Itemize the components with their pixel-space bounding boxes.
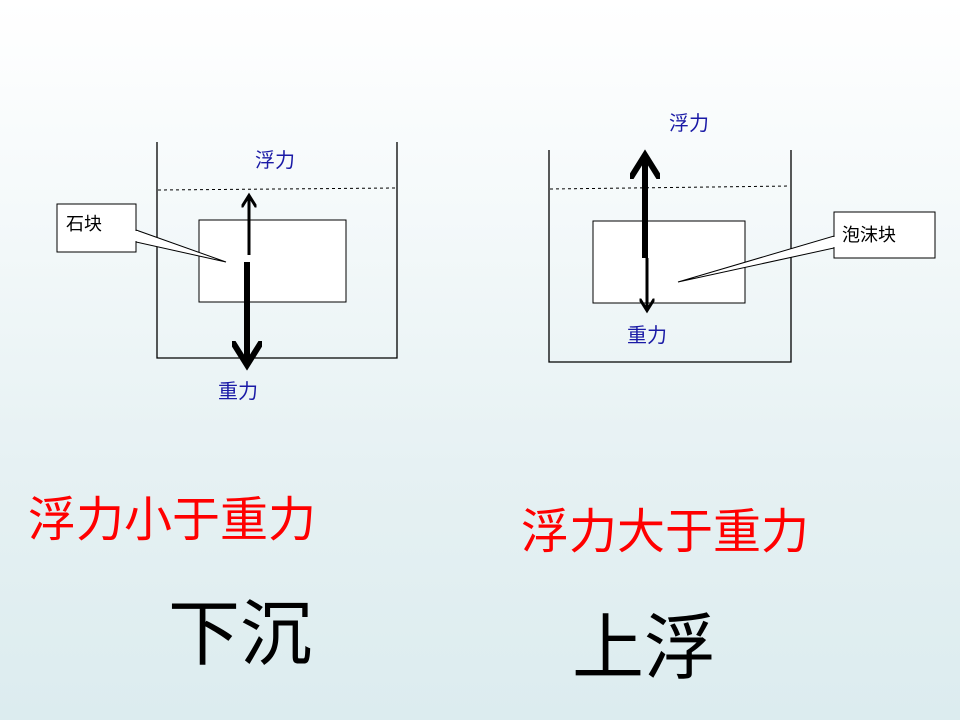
right-buoyancy-label: 浮力: [669, 111, 709, 135]
foam-callout-label: 泡沫块: [842, 225, 896, 246]
left-water-surface: [157, 187, 397, 191]
foam-block: [592, 220, 746, 304]
right-outcome-text: 上浮: [572, 606, 717, 690]
right-scene: 泡沫块 浮力 重力: [548, 111, 936, 363]
right-gravity-label: 重力: [627, 323, 667, 347]
left-scene: 石块 浮力 重力: [56, 142, 398, 403]
right-comparison-text: 浮力大于重力: [521, 504, 810, 560]
left-callout-box: [56, 203, 137, 253]
left-comparison-text: 浮力小于重力: [28, 492, 317, 548]
left-outcome-text: 下沉: [168, 592, 313, 676]
left-gravity-label: 重力: [218, 379, 258, 403]
left-container: [156, 142, 398, 359]
left-buoyancy-label: 浮力: [255, 148, 295, 172]
right-callout-box: [833, 211, 936, 259]
right-water-surface: [549, 185, 791, 190]
stone-callout-label: 石块: [66, 214, 102, 235]
